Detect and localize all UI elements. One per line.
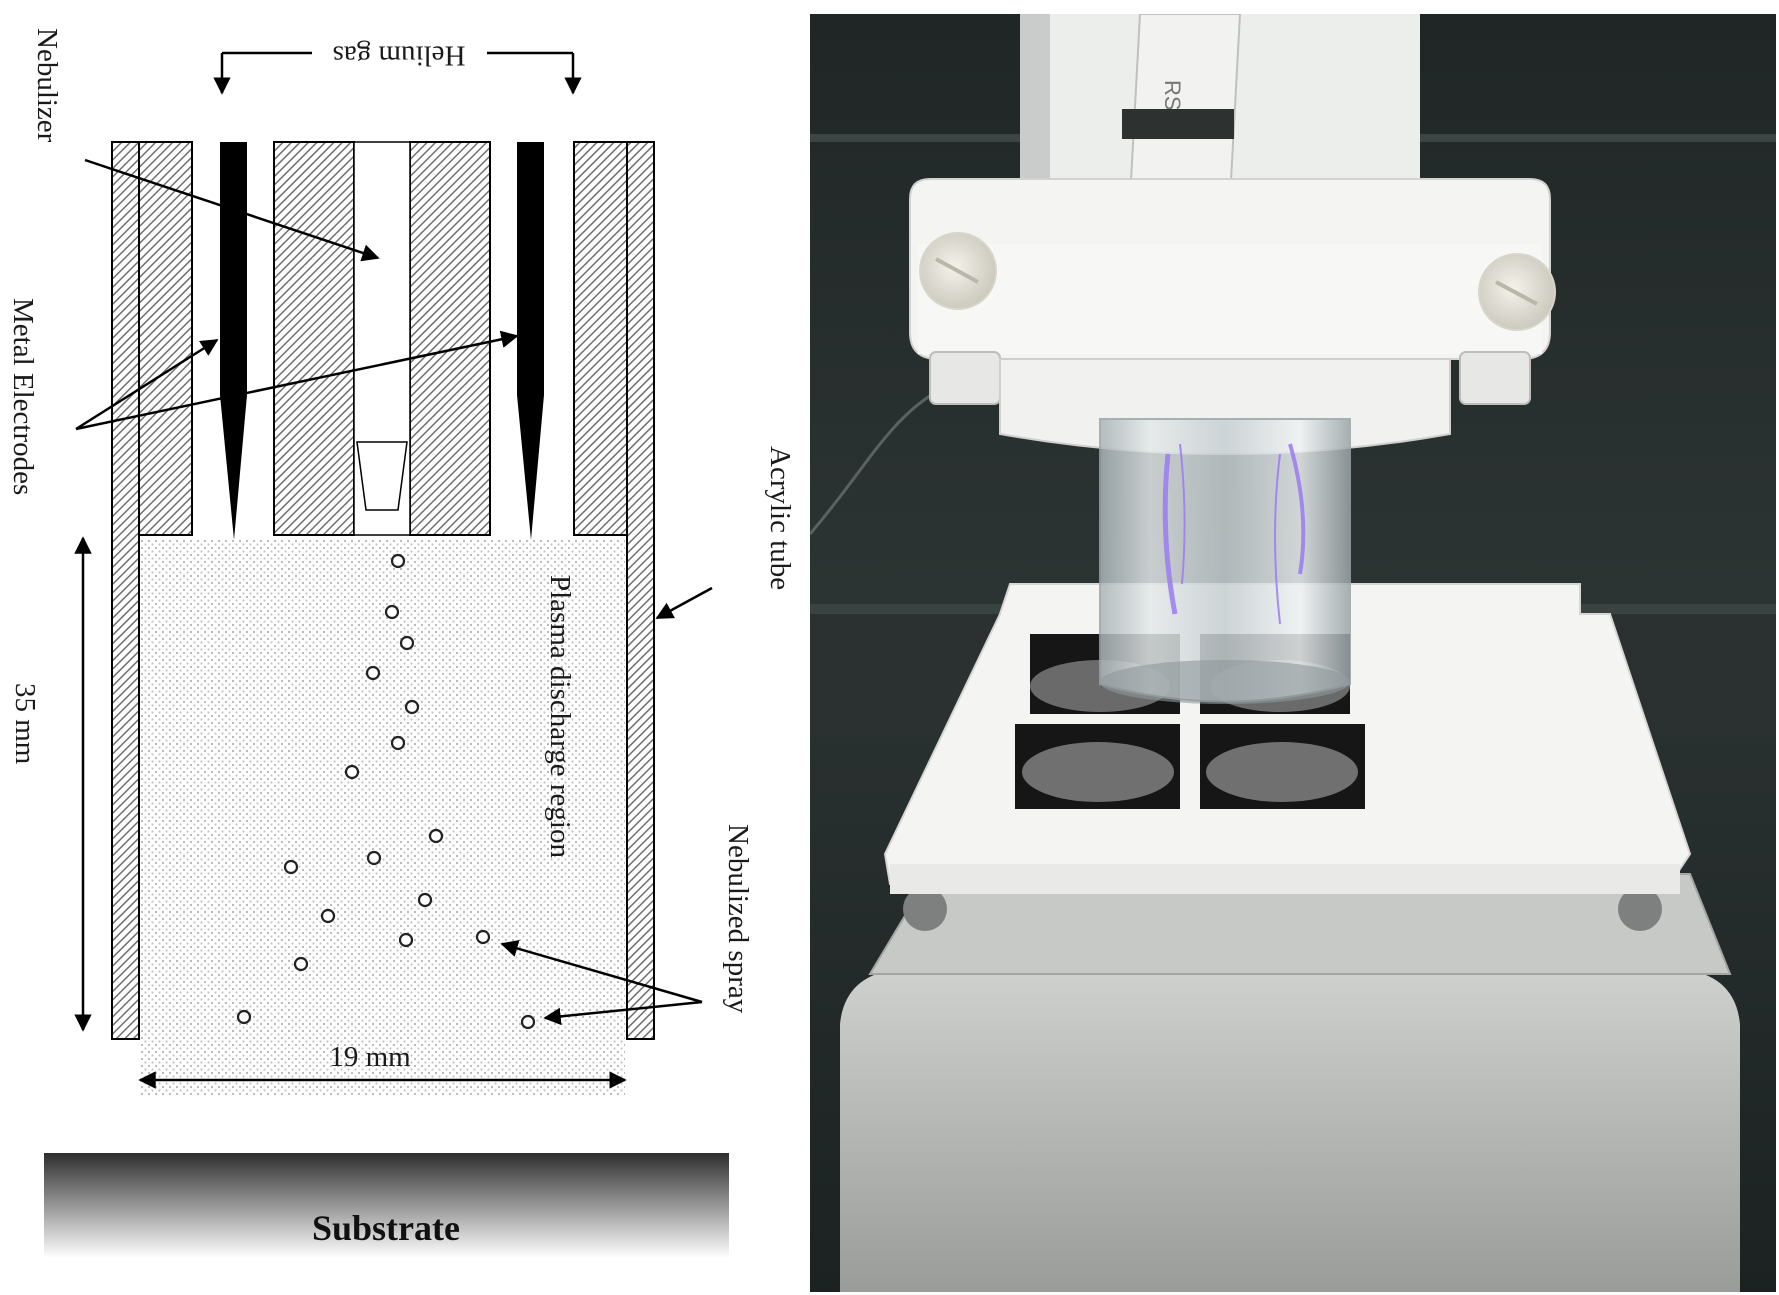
plasma-jet-device-photo: RS <box>810 14 1776 1292</box>
plasma-discharge-area <box>140 540 625 1095</box>
droplet <box>236 1009 252 1025</box>
screw-slot <box>1495 280 1538 306</box>
width-dimension-label: 19 mm <box>329 1041 411 1073</box>
acrylic-tube-label: Acrylic tube <box>764 446 796 590</box>
nebulizer-nozzle <box>356 441 408 511</box>
metal-electrode-left <box>220 142 247 540</box>
insulator-block-3 <box>409 141 491 536</box>
acrylic-tube-right-wall <box>626 141 655 1040</box>
droplet <box>390 735 406 751</box>
droplet <box>384 604 400 620</box>
droplet <box>475 929 491 945</box>
metal-electrodes-label: Metal Electrodes <box>7 298 39 495</box>
droplet <box>344 764 360 780</box>
helium-gas-bracket <box>213 51 582 95</box>
substrate-label: Substrate <box>312 1208 460 1248</box>
mounting-tab-right <box>1459 351 1531 405</box>
spray-droplets <box>236 553 536 1030</box>
housing-front-face <box>918 244 1542 354</box>
metal-electrode-right <box>517 142 544 540</box>
nebulized-spray-label: Nebulized spray <box>722 824 754 1014</box>
height-dimension-label: 35 mm <box>9 683 41 765</box>
plasma-jet-schematic: Helium gas Nebulizer Metal Electrodes Ac… <box>7 28 796 1258</box>
acrylic-tube-arrow <box>655 586 713 620</box>
droplet <box>293 956 309 972</box>
substrate-block <box>44 1153 729 1258</box>
droplet <box>320 908 336 924</box>
acrylic-tube-bottom <box>1100 660 1350 704</box>
plasma-region-label: Plasma discharge region <box>544 575 576 858</box>
mount-column-shadow <box>1020 14 1050 194</box>
plasma-glow <box>1162 443 1306 625</box>
droplet <box>283 859 299 875</box>
droplet <box>390 553 406 569</box>
sample-plate-front <box>890 864 1680 894</box>
nebulizer-arrow <box>84 158 380 262</box>
droplet <box>366 850 382 866</box>
insulator-block-4 <box>573 141 628 536</box>
mounting-tab-left <box>929 351 1001 405</box>
acrylic-tube <box>1099 418 1351 703</box>
cable-clamp <box>1122 109 1234 139</box>
droplet <box>398 932 414 948</box>
acrylic-tube-left-wall <box>111 141 140 1040</box>
droplet <box>399 635 415 651</box>
sample-disc <box>1206 742 1358 802</box>
metal-electrodes-arrows <box>75 330 519 431</box>
sample-disc <box>1022 742 1174 802</box>
droplet <box>365 665 381 681</box>
droplet <box>428 828 444 844</box>
nebulized-spray-arrows <box>500 939 703 1026</box>
base-screw-hole <box>1618 887 1662 931</box>
base-box <box>840 969 1740 1292</box>
insulator-block-2 <box>273 141 355 536</box>
droplet <box>404 699 420 715</box>
screw-slot <box>935 257 979 284</box>
helium-gas-label: Helium gas <box>333 39 466 71</box>
nebulizer-label: Nebulizer <box>31 28 63 143</box>
cable-marking: RS <box>1160 80 1185 111</box>
droplet <box>417 892 433 908</box>
droplet <box>520 1014 536 1030</box>
insulator-block-1 <box>138 141 193 536</box>
base-screw-hole <box>903 887 947 931</box>
